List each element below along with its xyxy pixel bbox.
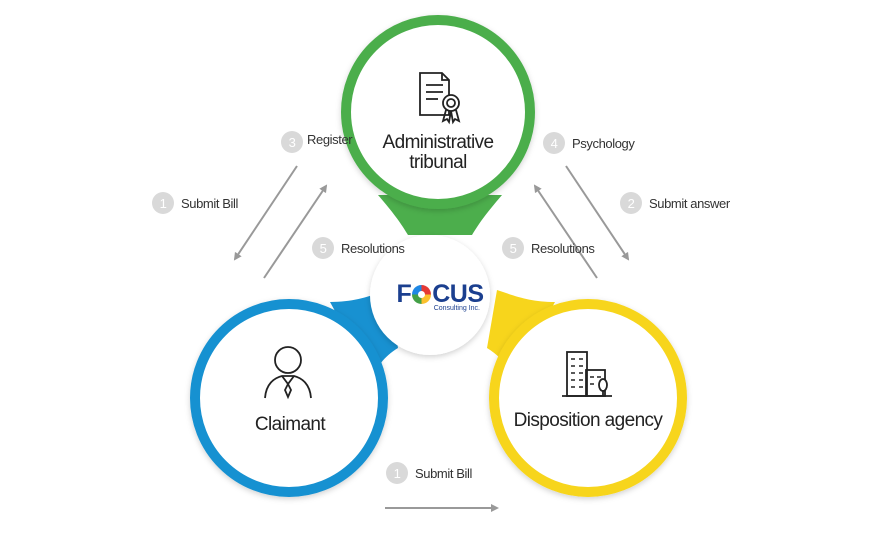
focus-logo: F CUS Consulting Inc.	[392, 281, 488, 312]
arrow-resolutions-left	[263, 184, 328, 279]
claimant-label: Claimant	[254, 414, 326, 435]
step-text: Psychology	[572, 135, 635, 151]
step-submit-answer: 2 Submit answer	[620, 192, 730, 214]
logo-letters-post: CUS	[432, 280, 484, 308]
step-text: Submit Bill	[181, 195, 239, 211]
step-text: Resolutions	[341, 240, 405, 256]
step-badge: 2	[620, 192, 642, 214]
step-badge: 5	[502, 237, 524, 259]
step-text: Resolutions	[531, 240, 595, 256]
tribunal-label-line2: tribunal	[409, 152, 467, 173]
step-submit-bill-left: 1 Submit Bill	[152, 192, 238, 214]
agency-node	[489, 299, 687, 497]
arrow-submit-bill-left	[233, 165, 298, 261]
step-badge: 5	[312, 237, 334, 259]
logo-subtitle: Consulting Inc.	[433, 305, 480, 312]
step-text: Submit answer	[649, 195, 730, 211]
tribunal-node	[341, 15, 535, 209]
step-resolutions-left: 5 Resolutions	[312, 237, 405, 259]
tribunal-label-line1: Administrative	[382, 132, 495, 153]
certificate-icon	[419, 72, 461, 125]
step-badge: 4	[543, 132, 565, 154]
tribunal-label: Administrative tribunal	[358, 133, 518, 173]
step-badge: 1	[152, 192, 174, 214]
arrow-resolutions-right	[533, 184, 598, 279]
step-register: 3 Register	[281, 131, 353, 153]
logo-letters-pre: F	[396, 280, 412, 308]
logo-wordmark: F CUS	[392, 281, 488, 307]
step-text: Register	[307, 131, 353, 147]
logo-o-mark	[412, 285, 432, 304]
step-badge: 3	[281, 131, 303, 153]
buildings-icon	[562, 351, 612, 397]
arrow-submit-answer	[565, 165, 630, 261]
step-text: Submit Bill	[415, 465, 473, 481]
agency-label: Disposition agency	[513, 410, 663, 431]
claimant-node	[190, 299, 388, 497]
person-icon	[264, 346, 312, 400]
tribunal-connector	[378, 195, 502, 235]
step-badge: 1	[386, 462, 408, 484]
step-resolutions-right: 5 Resolutions	[502, 237, 595, 259]
step-submit-bill-bottom: 1 Submit Bill	[386, 462, 472, 484]
step-psychology: 4 Psychology	[543, 132, 635, 154]
